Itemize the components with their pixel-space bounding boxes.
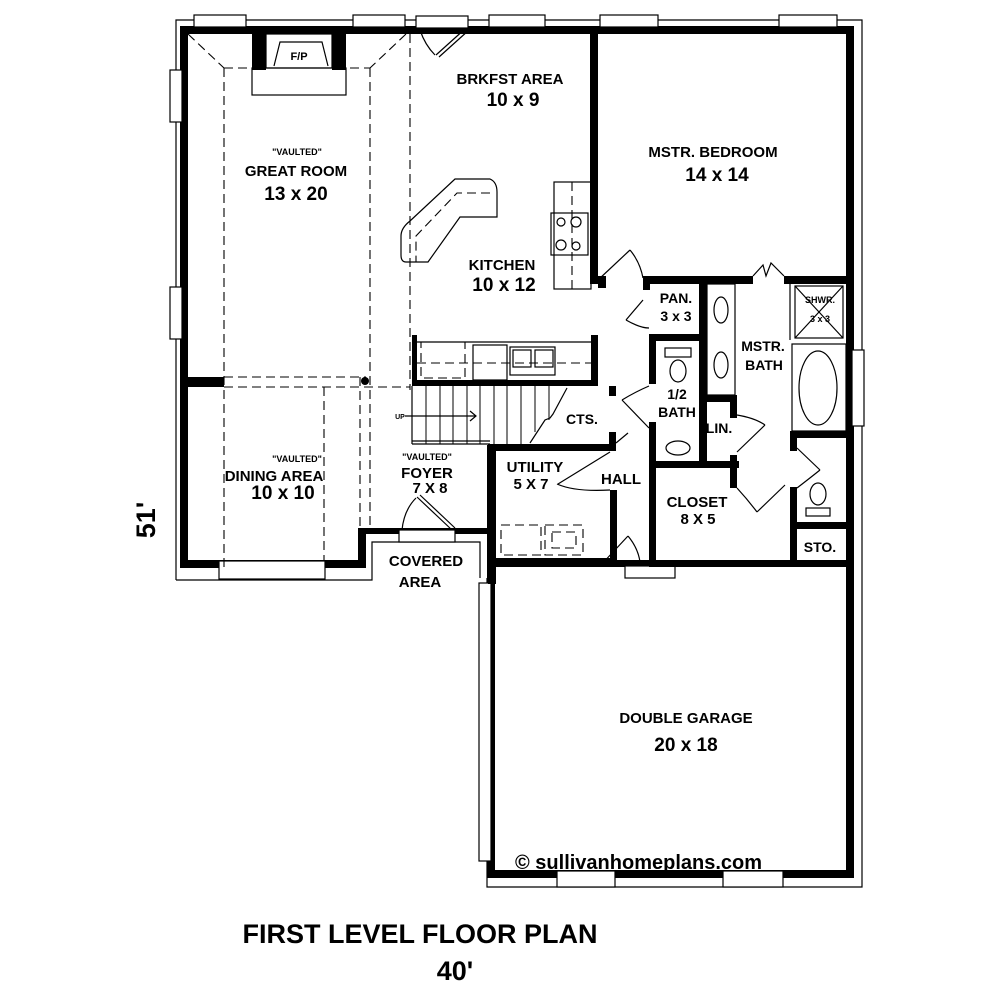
shower-size: 3 x 3 xyxy=(810,314,830,324)
pantry-size: 3 x 3 xyxy=(660,308,691,324)
closet-name: CLOSET xyxy=(667,494,728,511)
closet-door[interactable] xyxy=(736,484,786,513)
foyer-size: 7 X 8 xyxy=(412,480,447,497)
kitchen-size: 10 x 12 xyxy=(472,275,535,296)
fireplace: F/P xyxy=(251,33,347,96)
shower-label: SHWR. xyxy=(805,295,835,305)
master-bedroom-name: MSTR. BEDROOM xyxy=(648,144,777,161)
great-room-name: GREAT ROOM xyxy=(245,163,347,180)
breakfast-door xyxy=(415,15,470,58)
windows xyxy=(169,14,865,888)
covered-area-name-1: COVERED xyxy=(389,553,463,570)
half-bath-name-1: 1/2 xyxy=(667,386,687,402)
shower: SHWR. 3 x 3 xyxy=(789,284,844,340)
great-room-size: 13 x 20 xyxy=(264,184,327,205)
hall-garage-door[interactable] xyxy=(599,535,641,567)
hall-name: HALL xyxy=(601,471,641,488)
pantry-door[interactable] xyxy=(625,299,650,329)
kitchen-bedroom-wall xyxy=(590,26,598,284)
depth-dimension: 51' xyxy=(131,502,161,538)
width-dimension: 40' xyxy=(437,956,473,986)
linen-name: LIN. xyxy=(706,420,732,436)
staircase[interactable]: UP xyxy=(395,386,568,445)
half-bath-fixtures xyxy=(664,347,692,456)
kitchen-counter-bottom xyxy=(417,341,591,381)
closet-size: 8 X 5 xyxy=(680,511,715,528)
master-bath-door[interactable] xyxy=(752,261,785,278)
master-bath-name-1: MSTR. xyxy=(741,338,785,354)
half-bath-door[interactable] xyxy=(621,385,650,429)
wc-door[interactable] xyxy=(796,447,821,489)
master-bedroom-door[interactable] xyxy=(597,249,644,281)
vaulted-ceiling-lines xyxy=(187,33,411,568)
room-labels: "VAULTED" GREAT ROOM 13 x 20 BRKFST AREA… xyxy=(225,71,837,756)
front-door[interactable] xyxy=(398,494,456,543)
breakfast-size: 10 x 9 xyxy=(487,90,540,111)
stairs-up-label: UP xyxy=(395,414,405,421)
vanity-sinks xyxy=(706,283,736,396)
wc-toilet xyxy=(805,482,831,517)
great-room-note: "VAULTED" xyxy=(272,147,322,157)
storage-name: STO. xyxy=(804,539,836,555)
dining-name: DINING AREA xyxy=(225,468,324,485)
dining-note: "VAULTED" xyxy=(272,454,322,464)
column-icon xyxy=(361,377,369,385)
dining-size: 10 x 10 xyxy=(251,483,314,504)
kitchen-island xyxy=(400,178,498,263)
garage-name: DOUBLE GARAGE xyxy=(619,710,752,727)
garage-size: 20 x 18 xyxy=(654,735,717,756)
kitchen-counter-right xyxy=(550,181,592,290)
master-bedroom-size: 14 x 14 xyxy=(685,165,749,186)
master-bath-name-2: BATH xyxy=(745,357,783,373)
utility-name: UTILITY xyxy=(507,459,564,476)
washer-dryer xyxy=(500,524,584,556)
coats-label: CTS. xyxy=(566,411,598,427)
kitchen-name: KITCHEN xyxy=(469,257,536,274)
copyright-text: © sullivanhomeplans.com xyxy=(515,852,762,874)
covered-area-name-2: AREA xyxy=(399,574,442,591)
foyer-name: FOYER xyxy=(401,465,453,482)
utility-size: 5 X 7 xyxy=(513,476,548,493)
linen-door[interactable] xyxy=(736,414,766,453)
fireplace-label: F/P xyxy=(290,51,307,63)
bathtub xyxy=(791,343,847,432)
plan-title: FIRST LEVEL FLOOR PLAN xyxy=(242,919,597,949)
foyer-note: "VAULTED" xyxy=(402,452,452,462)
breakfast-name: BRKFST AREA xyxy=(457,71,564,88)
pantry-name: PAN. xyxy=(660,290,692,306)
half-bath-name-2: BATH xyxy=(658,404,696,420)
